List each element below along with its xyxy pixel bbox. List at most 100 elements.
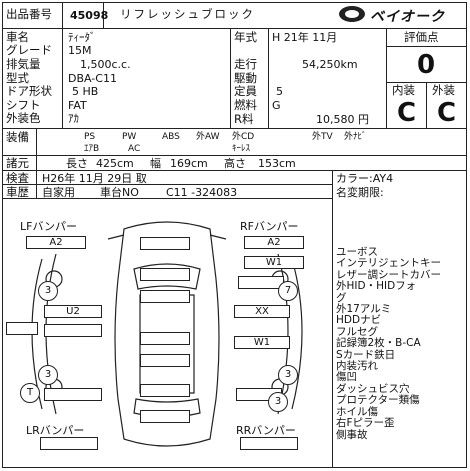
exterior-grade: C	[437, 98, 457, 128]
rf-bumper-label: RFバンパー	[240, 220, 299, 233]
height-label: 高さ	[224, 157, 246, 170]
doors-label: ドア形状	[6, 84, 52, 98]
shift-label: シフト	[6, 98, 41, 112]
panel-lr-bumper-box	[40, 437, 98, 450]
length: 425cm	[96, 157, 134, 170]
circle-mark-t: T	[20, 383, 40, 403]
grade-label: グレード	[6, 43, 52, 57]
equip-abs: ABS	[162, 132, 180, 142]
equip-keyless: ｷｰﾚｽ	[232, 144, 251, 154]
panel-roof-box	[140, 290, 190, 303]
grade: 15M	[68, 44, 92, 57]
shift: FAT	[68, 99, 87, 112]
panel-roof-front-box	[140, 268, 190, 281]
displacement-label: 排気量	[6, 57, 41, 71]
note-item: フルセグ	[336, 325, 378, 338]
panel-right-fender-box	[238, 276, 284, 289]
note-item: グ	[336, 291, 347, 304]
note-item: 記録簿2枚・B-CA	[336, 337, 421, 350]
overall-score: 0	[417, 50, 436, 80]
rf-bumper-mark: A2	[244, 236, 304, 249]
lot-number: 45098	[70, 9, 109, 22]
height: 153cm	[258, 157, 296, 170]
panel-rear-box	[140, 384, 190, 397]
year-label: 年式	[234, 30, 257, 44]
left-door-mark: U2	[44, 305, 102, 318]
doors: 5 HB	[72, 85, 99, 98]
capacity: 5	[276, 85, 283, 98]
logo-text: ベイオーク	[370, 9, 445, 25]
year: H 21年 11月	[272, 31, 338, 44]
name-change-deadline: 名変期限:	[336, 186, 384, 199]
color-code: カラー:AY4	[336, 172, 394, 185]
length-label: 長さ	[66, 157, 88, 170]
price-label: R料	[234, 112, 254, 126]
logo-mark-icon	[339, 6, 365, 22]
lf-bumper-label: LFバンパー	[20, 220, 78, 233]
circle-mark-lr-wheel: 3	[38, 365, 58, 385]
displacement: 1,500c.c.	[80, 58, 131, 71]
interior-label: 内装	[392, 83, 415, 97]
note-item: ダッシュビス穴	[336, 382, 410, 395]
lot-label: 出品番号	[6, 7, 52, 21]
note-item: 外HID・HIDフォ	[336, 280, 417, 293]
panel-left-rocker-box	[6, 322, 38, 335]
lr-bumper-label: LRバンパー	[26, 424, 85, 437]
drive-label: 駆動	[234, 71, 257, 85]
note-item: レザー調シートカバー	[336, 268, 441, 281]
equip-aw: 外AW	[196, 132, 220, 142]
note-item: ホイル傷	[336, 405, 378, 418]
interior-grade: C	[397, 98, 417, 128]
note-item: HDDナビ	[336, 314, 382, 327]
score-title: 評価点	[404, 30, 439, 44]
note-item: 側事故	[336, 428, 368, 441]
panel-left-quarter-box	[44, 388, 102, 401]
right-front-mark: W1	[244, 256, 304, 269]
fuel: G	[272, 99, 281, 112]
equip-cd: 外CD	[232, 132, 255, 142]
width: 169cm	[170, 157, 208, 170]
note-item: 右Fピラー歪	[336, 417, 395, 430]
equip-pw: PW	[122, 132, 137, 142]
equip-ac: AC	[128, 144, 141, 154]
panel-rr-bumper-box	[240, 437, 298, 450]
note-item: 内装汚れ	[336, 360, 378, 373]
model-label: 型式	[6, 71, 29, 85]
right-door-front-mark: XX	[234, 305, 290, 318]
panel-hood-box	[140, 237, 190, 250]
car-name-label: 車名	[6, 30, 29, 44]
mileage-label: 走行	[234, 57, 257, 71]
capacity-label: 定員	[234, 84, 257, 98]
circle-mark-rf-wheel: 7	[278, 281, 298, 301]
equip-navi: 外ﾅﾋﾞ	[344, 132, 367, 142]
equip-tv: 外TV	[312, 132, 333, 142]
price: 10,580 円	[316, 113, 369, 126]
note-item: インテリジェントキー	[336, 257, 441, 270]
exterior-label: 外装	[432, 83, 455, 97]
chassis-label: 車台NO	[100, 186, 139, 199]
right-door-rear-mark: W1	[234, 336, 290, 349]
panel-trunk-box	[140, 354, 190, 367]
car-name: ﾃｨｰﾀﾞ	[68, 31, 96, 44]
inspection-label: 検査	[6, 171, 29, 185]
color-label: 外装色	[6, 111, 41, 125]
model: DBA-C11	[68, 72, 117, 85]
equip-airbag: ｴｱB	[84, 144, 100, 154]
rr-bumper-label: RRバンパー	[236, 424, 296, 437]
equipment-label: 装備	[6, 130, 29, 144]
panel-rear-bumper-box	[140, 410, 190, 423]
history: 自家用	[42, 186, 75, 199]
note-item: Sカード鉄日	[336, 348, 396, 361]
notes-list: ユーボスインテリジェントキーレザー調シートカバー外HID・HIDフォグ外17アル…	[336, 246, 464, 441]
history-label: 車歴	[6, 185, 29, 199]
circle-mark-rr-quarter: 3	[268, 392, 288, 412]
lf-bumper-mark: A2	[26, 236, 86, 249]
shop-name: リフレッシュブロック	[120, 7, 255, 21]
chassis-number: C11 -324083	[166, 186, 238, 199]
note-item: プロテクター類傷	[336, 394, 420, 407]
color: ｱｶ	[68, 112, 79, 125]
dimensions-label: 諸元	[6, 156, 29, 170]
company-logo	[338, 5, 366, 27]
width-label: 幅	[150, 157, 161, 170]
panel-left-rear-door-box	[44, 324, 102, 337]
